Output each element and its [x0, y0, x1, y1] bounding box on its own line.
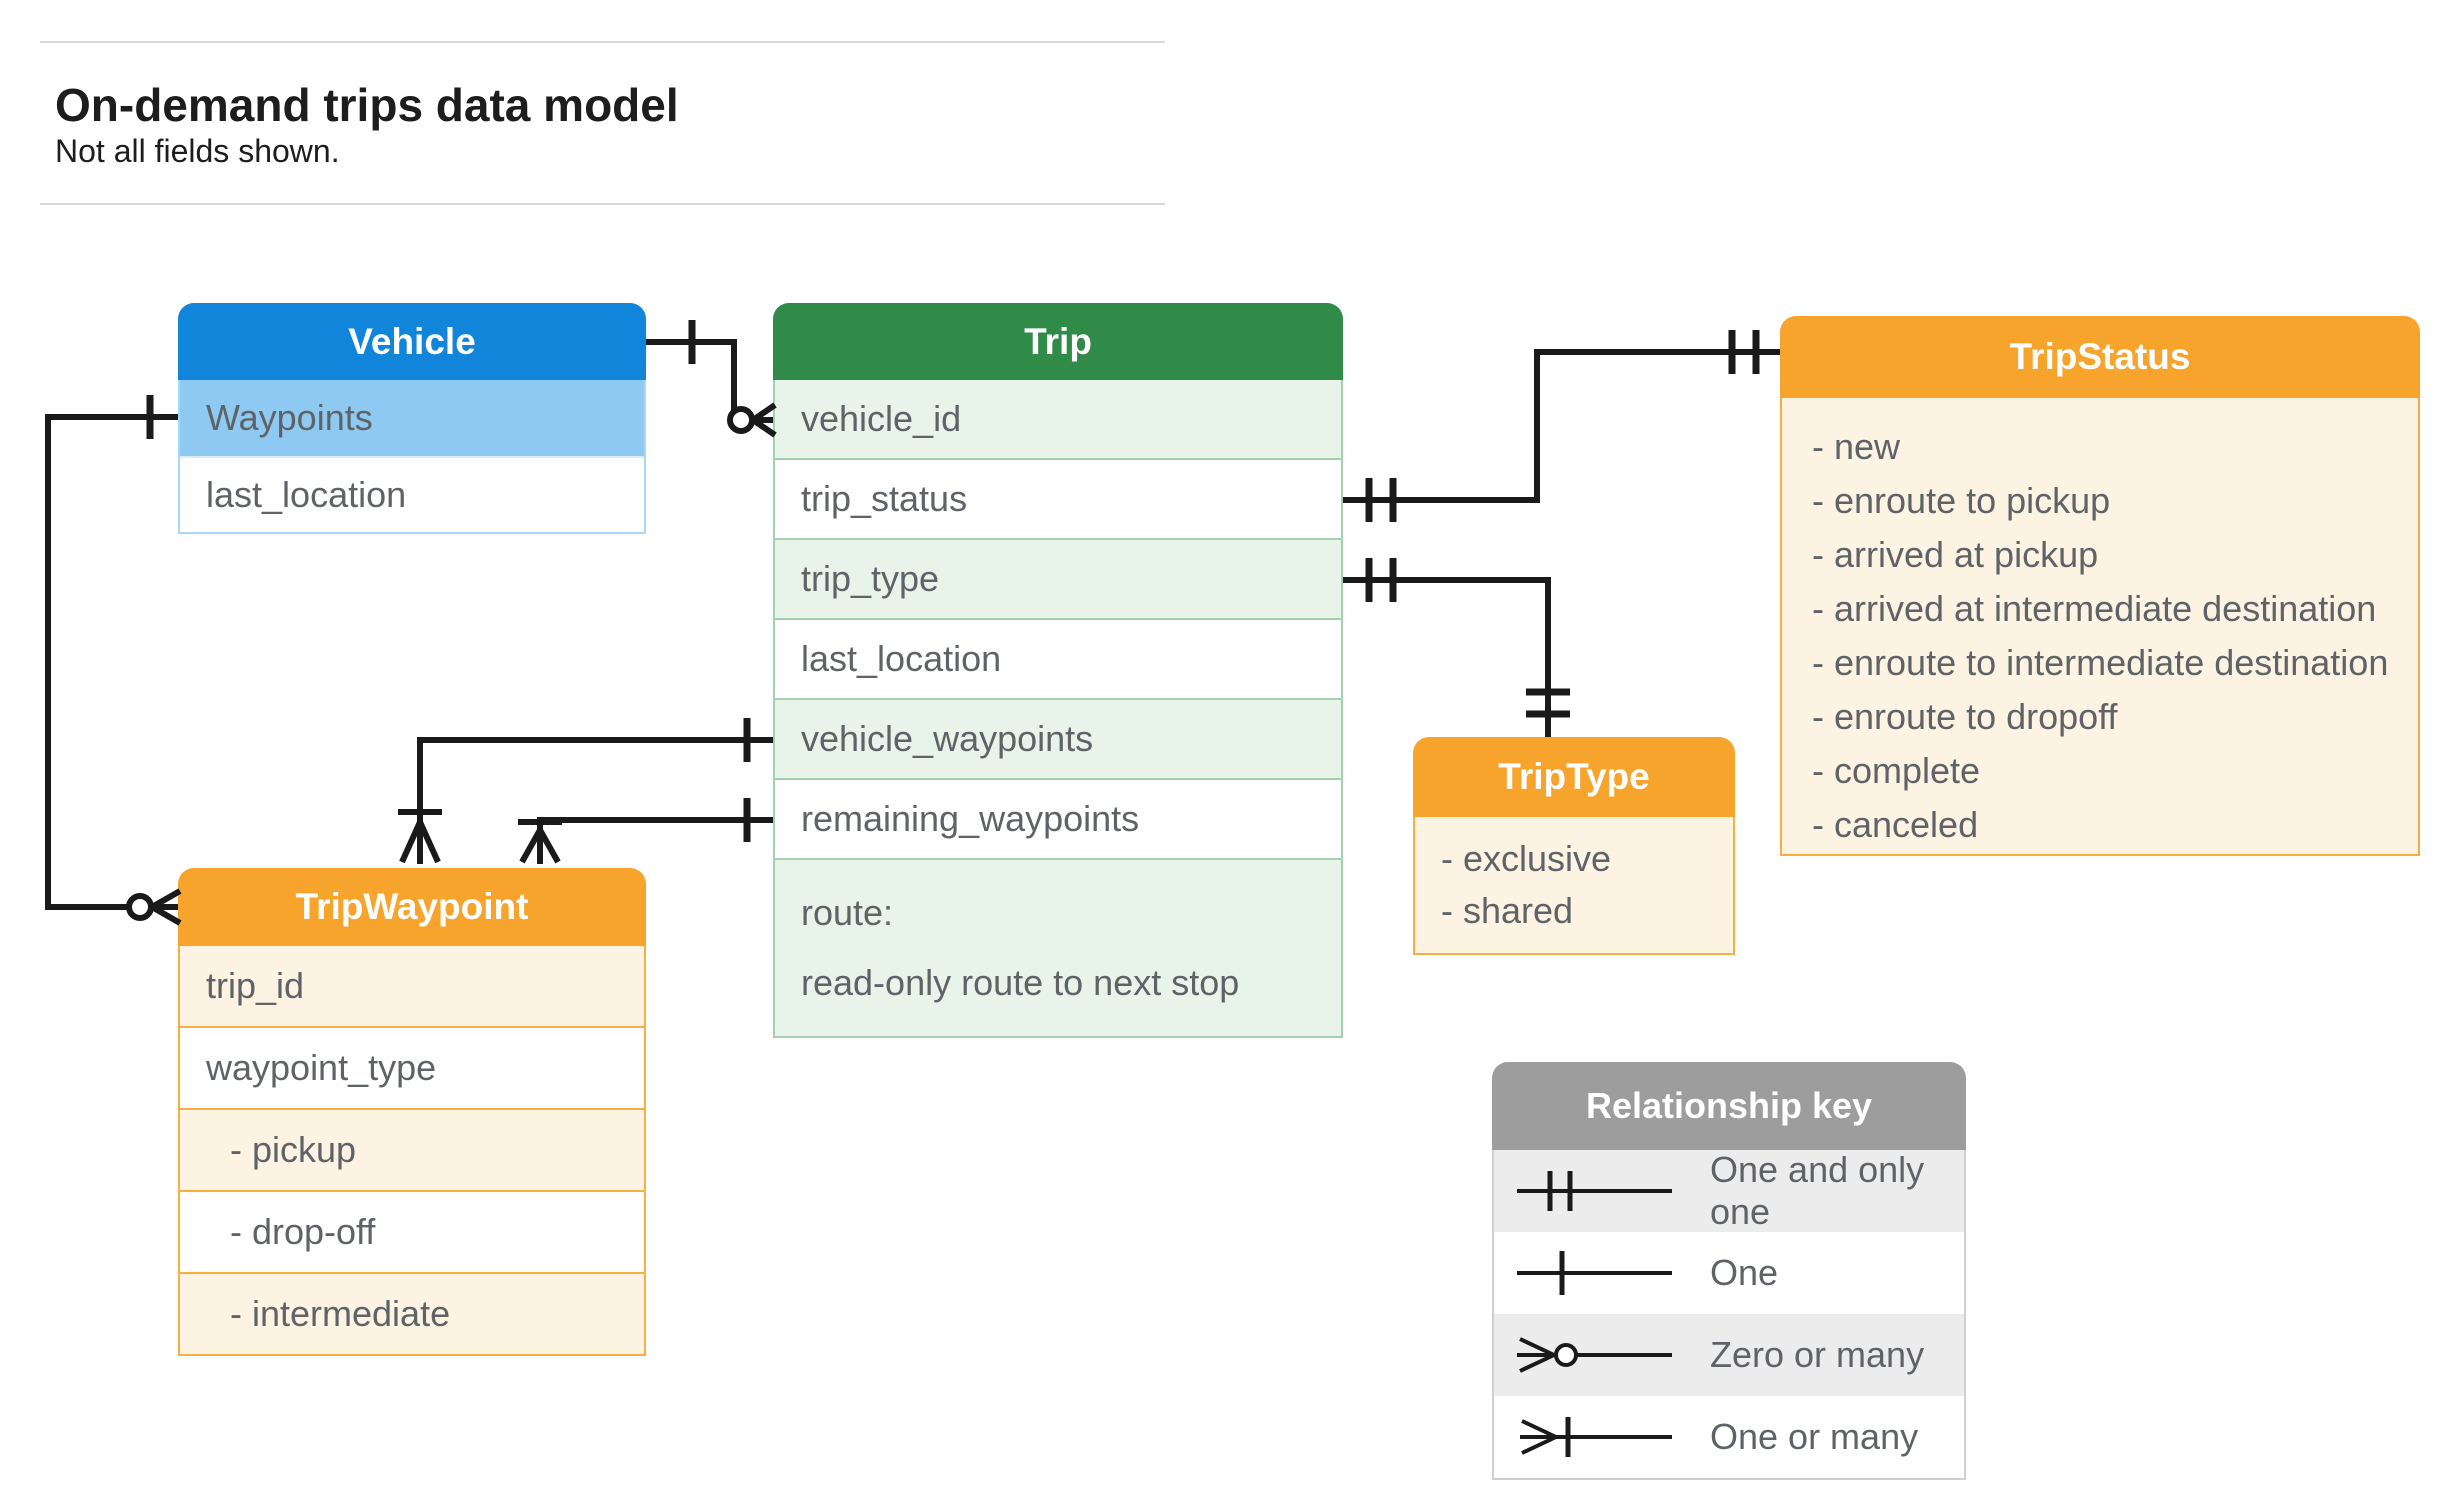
waypoint-value-intermediate: - intermediate: [178, 1274, 646, 1356]
one-or-many-icon: [1520, 1417, 1672, 1457]
entity-trip-waypoint-body: trip_id waypoint_type - pickup - drop-of…: [178, 946, 646, 1356]
one-and-only-one-marker: [1365, 558, 1397, 602]
zero-marker-circle: [126, 893, 154, 921]
field-last-location: last_location: [180, 456, 644, 532]
entity-vehicle-body: Waypoints last_location: [178, 380, 646, 534]
status-value: - arrived at pickup: [1812, 534, 2099, 575]
legend-label: One and only one: [1710, 1149, 1925, 1232]
entity-trip-waypoint: TripWaypoint trip_id waypoint_type - pic…: [178, 868, 646, 1356]
top-divider: [40, 41, 1165, 43]
relationship-key: Relationship key One and only one: [1492, 1062, 1966, 1480]
status-value: - arrived at intermediate destination: [1812, 588, 2377, 629]
field-last-location: last_location: [775, 620, 1341, 700]
relationship-key-body: One and only one One: [1492, 1149, 1966, 1480]
status-value: - new: [1812, 426, 1901, 467]
entity-trip-status-title: TripStatus: [1780, 316, 2420, 398]
entity-vehicle-title: Vehicle: [178, 303, 646, 380]
one-icon: [1517, 1251, 1672, 1295]
field-vehicle-id: vehicle_id: [775, 380, 1341, 460]
status-value: - complete: [1812, 750, 1981, 791]
entity-trip-waypoint-title: TripWaypoint: [178, 868, 646, 946]
zero-or-many-marker: [150, 888, 182, 926]
one-and-only-one-marker: [1365, 478, 1397, 522]
connector-trip-tripstatus: [1343, 330, 1780, 522]
field-waypoints: Waypoints: [180, 380, 644, 456]
zero-or-many-marker: [751, 402, 777, 438]
entity-trip-type: TripType - exclusive - shared: [1413, 737, 1735, 955]
field-route: route: read-only route to next stop: [775, 860, 1341, 1036]
connector-trip-vehicle-waypoints-tripwaypoint: [398, 718, 773, 864]
connector-vehicle-trip: [646, 320, 777, 438]
status-value: - enroute to pickup: [1812, 480, 2111, 521]
entity-trip: Trip vehicle_id trip_status trip_type la…: [773, 303, 1343, 1038]
field-waypoint-type: waypoint_type: [178, 1028, 646, 1110]
one-and-only-one-marker: [1728, 330, 1760, 374]
field-route-description: read-only route to next stop: [801, 962, 1240, 1003]
zero-marker-circle: [727, 406, 755, 434]
legend-label: One: [1710, 1252, 1779, 1293]
field-trip-status: trip_status: [775, 460, 1341, 540]
status-value: - enroute to intermediate destination: [1812, 642, 2389, 683]
connector-vehicle-waypoints-tripwaypoint: [45, 395, 182, 926]
one-and-only-one-icon: [1517, 1171, 1672, 1211]
type-value-shared: - shared: [1441, 890, 1574, 931]
page-title: On-demand trips data model: [55, 79, 679, 131]
one-and-only-one-marker: [1526, 688, 1570, 718]
entity-trip-type-title: TripType: [1413, 737, 1735, 817]
connector-trip-triptype: [1343, 558, 1570, 737]
field-trip-id: trip_id: [178, 946, 646, 1028]
legend-label: One or many: [1710, 1416, 1919, 1457]
connector-trip-remaining-waypoints-tripwaypoint: [518, 798, 773, 864]
type-value-exclusive: - exclusive: [1441, 838, 1612, 879]
relationship-key-title: Relationship key: [1492, 1062, 1966, 1150]
legend-row-one-and-only-one: One and only one: [1494, 1149, 1964, 1232]
field-trip-type: trip_type: [775, 540, 1341, 620]
legend-row-zero-or-many: Zero or many: [1494, 1314, 1964, 1396]
entity-trip-type-body: - exclusive - shared: [1413, 817, 1735, 955]
entity-trip-status-body: - new - enroute to pickup - arrived at p…: [1780, 398, 2420, 856]
zero-or-many-icon: [1517, 1337, 1672, 1373]
bottom-divider: [40, 203, 1165, 205]
legend-row-one: One: [1494, 1232, 1964, 1314]
status-value: - enroute to dropoff: [1812, 696, 2118, 737]
legend-row-one-or-many: One or many: [1494, 1396, 1964, 1478]
field-remaining-waypoints: remaining_waypoints: [775, 780, 1341, 860]
field-vehicle-waypoints: vehicle_waypoints: [775, 700, 1341, 780]
entity-trip-title: Trip: [773, 303, 1343, 380]
entity-trip-body: vehicle_id trip_status trip_type last_lo…: [773, 380, 1343, 1038]
legend-label: Zero or many: [1710, 1334, 1925, 1375]
entity-trip-status: TripStatus - new - enroute to pickup - a…: [1780, 316, 2420, 856]
one-or-many-marker: [398, 809, 442, 864]
field-route-name: route:: [801, 892, 894, 933]
status-value: - canceled: [1812, 804, 1979, 845]
waypoint-value-dropoff: - drop-off: [178, 1192, 646, 1274]
entity-vehicle: Vehicle Waypoints last_location: [178, 303, 646, 534]
waypoint-value-pickup: - pickup: [178, 1110, 646, 1192]
page-subtitle: Not all fields shown.: [55, 133, 340, 169]
one-or-many-marker: [518, 819, 562, 864]
